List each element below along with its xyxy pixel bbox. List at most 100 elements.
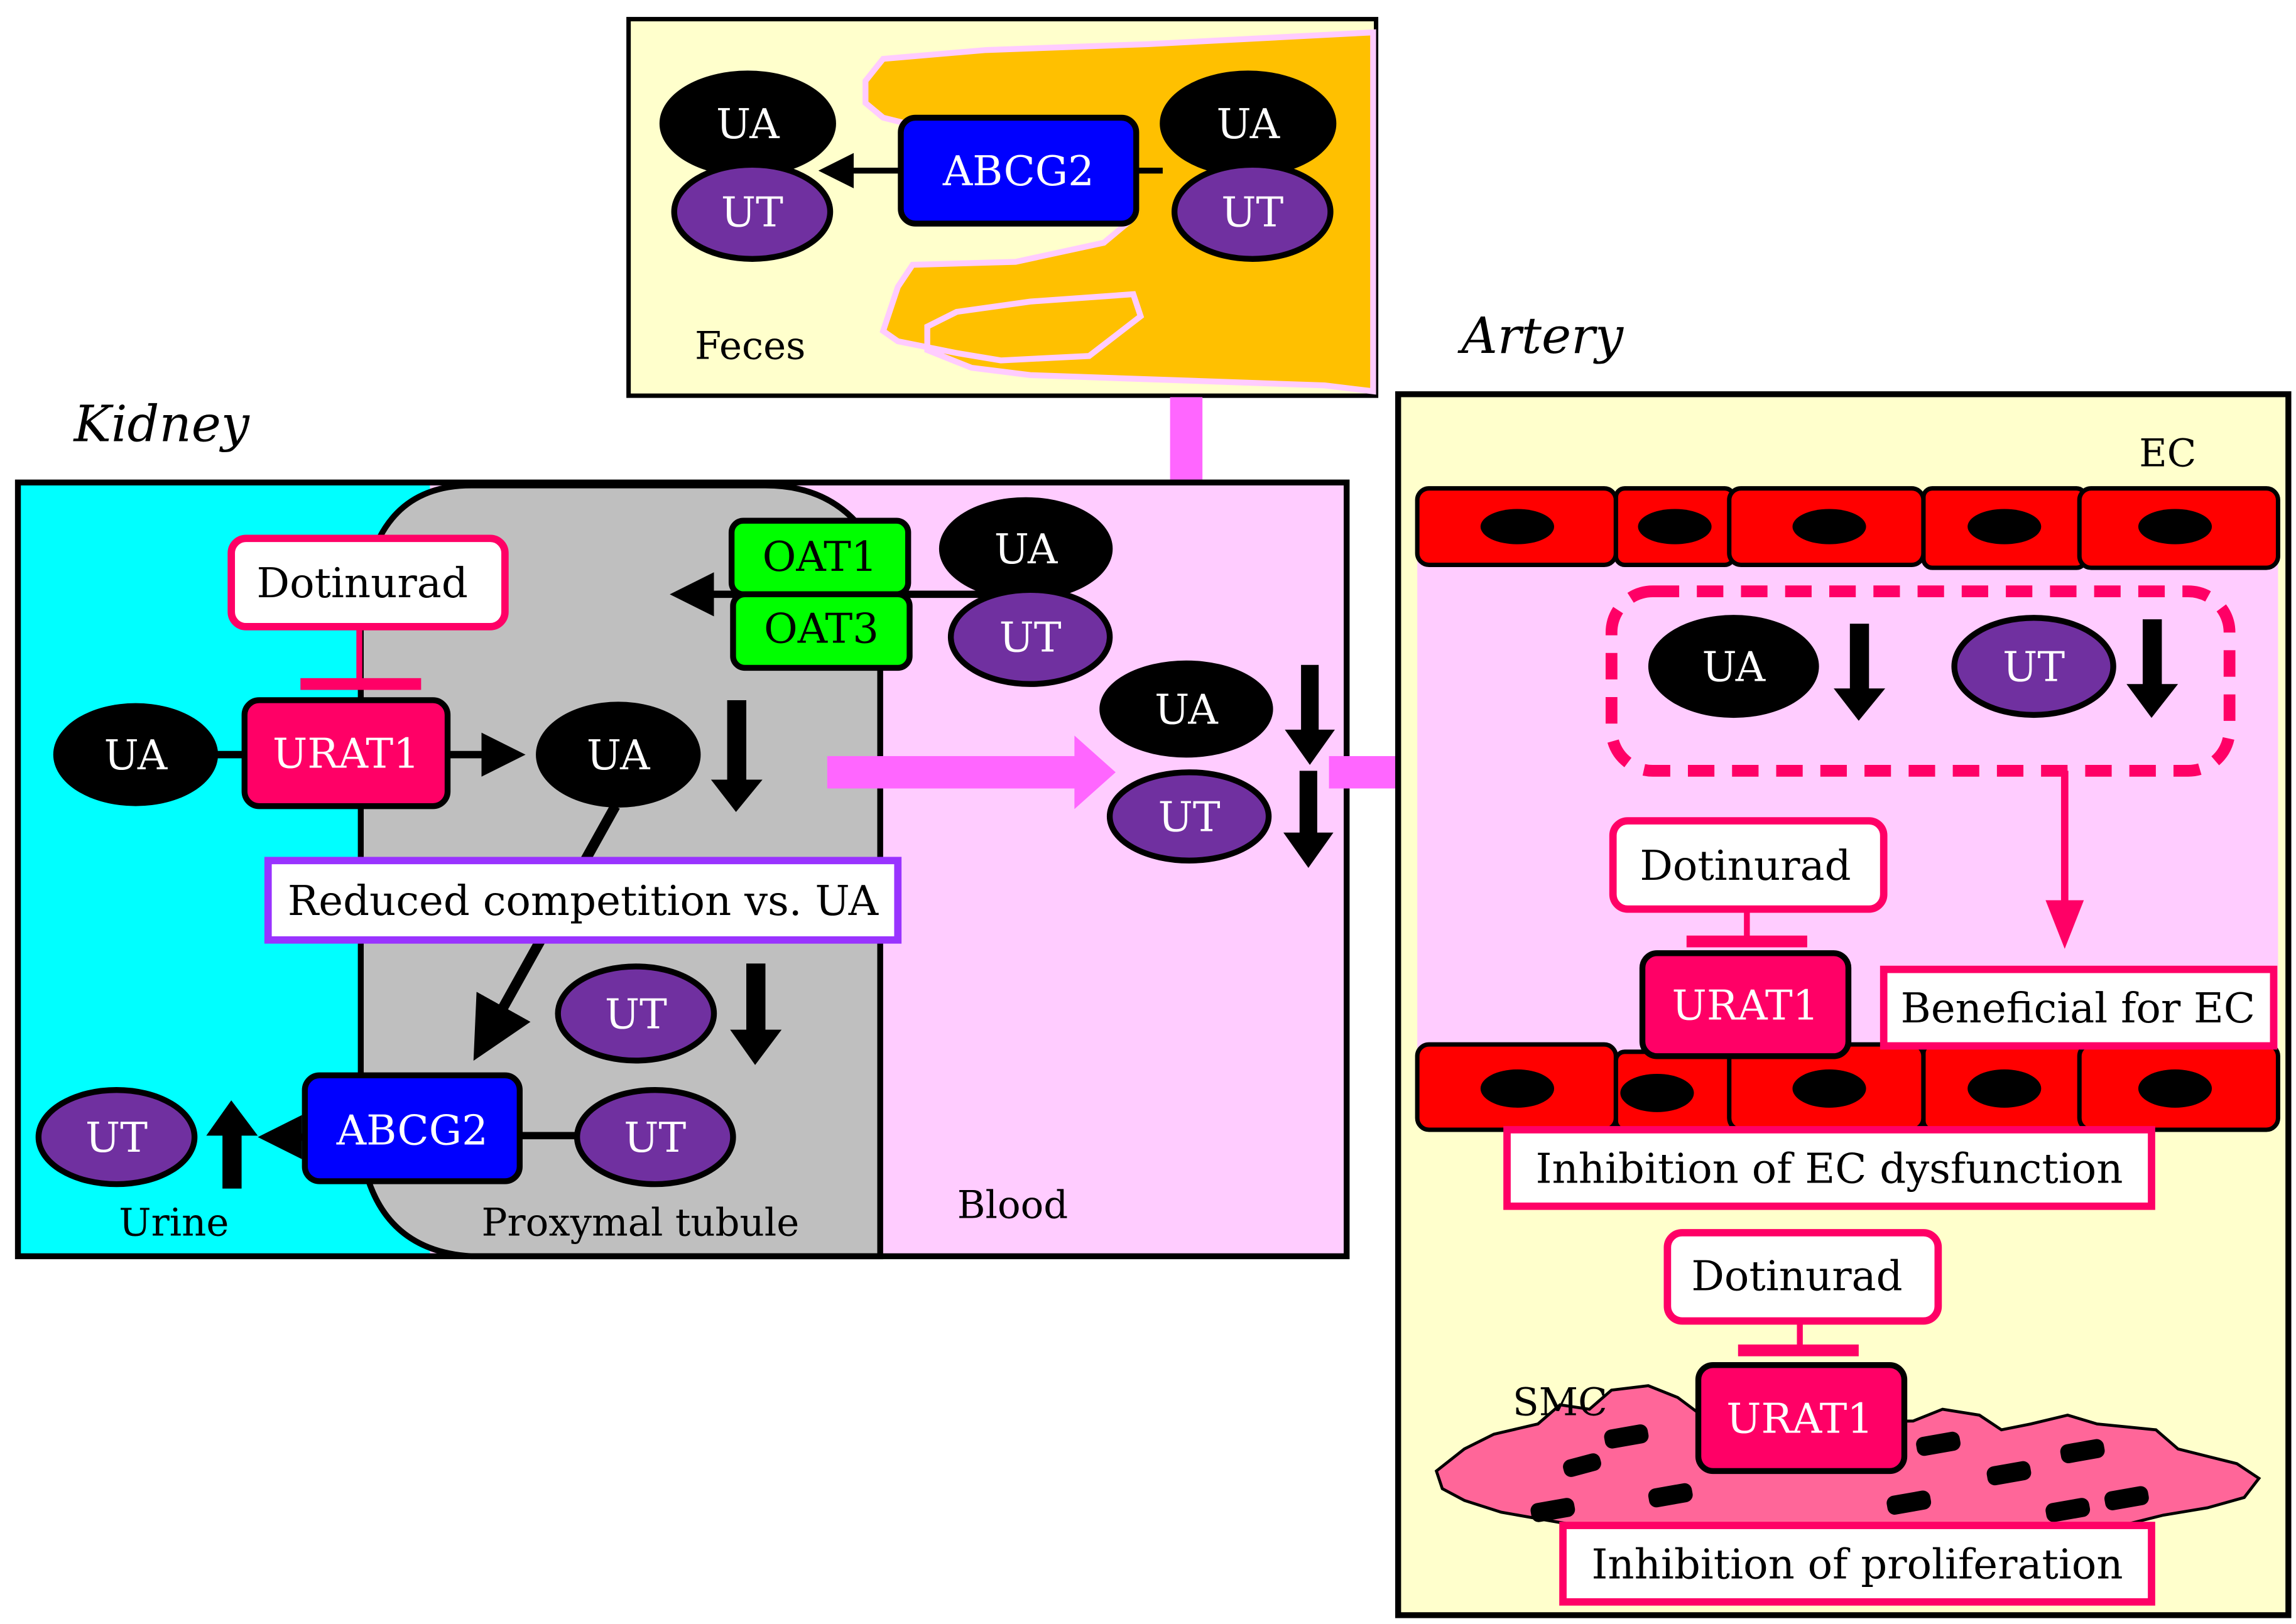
cell-nucleus bbox=[1530, 1498, 1575, 1522]
decrease-arrow-icon bbox=[1283, 771, 1334, 869]
ua-label: UA bbox=[1702, 644, 1765, 691]
benefit-arrow-head bbox=[2045, 900, 2084, 949]
kidney-panel: Dotinurad UA URAT1 UA OAT1 OAT3 UA UT Re… bbox=[14, 479, 1350, 1260]
dotinurad-box bbox=[1663, 1229, 1942, 1325]
cell-nucleus bbox=[1792, 509, 1866, 544]
oat1-label: OAT1 bbox=[763, 533, 878, 581]
ut-label: UT bbox=[721, 189, 783, 237]
ua-label: UA bbox=[1155, 686, 1218, 734]
decrease-arrow-icon bbox=[710, 700, 763, 812]
urat1-transporter bbox=[1639, 950, 1852, 1059]
reduced-urate-group bbox=[1605, 585, 2236, 777]
inhibition-bar bbox=[300, 678, 422, 690]
urat1-label: URAT1 bbox=[1726, 1395, 1873, 1443]
ec-label: EC bbox=[2139, 431, 2196, 476]
ut-molecule bbox=[574, 1087, 736, 1188]
ua-label: UA bbox=[716, 100, 780, 148]
ut-label: UT bbox=[1158, 793, 1221, 841]
abcg2-transporter bbox=[898, 114, 1140, 227]
ua-molecule bbox=[1648, 615, 1819, 718]
decrease-arrow-icon bbox=[1285, 664, 1335, 766]
ut-molecule bbox=[1106, 769, 1272, 863]
cell-nucleus bbox=[2138, 1069, 2212, 1108]
dotinurad-label: Dotinurad bbox=[1640, 842, 1851, 890]
cell-nucleus bbox=[1604, 1424, 1649, 1449]
proximal-tubule-label: Proxymal tubule bbox=[481, 1201, 799, 1245]
cell-nucleus bbox=[1792, 1069, 1866, 1108]
ut-label: UT bbox=[2003, 644, 2065, 691]
cell-nucleus bbox=[1620, 1073, 1694, 1112]
ut-molecule bbox=[947, 587, 1113, 687]
endothelial-layer-bottom bbox=[1415, 1042, 2280, 1132]
cell-nucleus bbox=[1648, 1483, 1693, 1508]
cell-nucleus bbox=[2104, 1486, 2149, 1510]
cell-nucleus bbox=[1986, 1461, 2032, 1486]
dotinurad-box bbox=[227, 534, 509, 631]
cell-nucleus bbox=[1480, 509, 1554, 544]
urat1-transporter bbox=[1695, 1362, 1908, 1475]
inhibition-bar bbox=[1738, 1344, 1859, 1356]
cell-nucleus bbox=[1916, 1431, 1961, 1456]
cell-nucleus bbox=[1563, 1453, 1601, 1477]
dotinurad-label: Dotinurad bbox=[1691, 1252, 1902, 1300]
dotinurad-label: Dotinurad bbox=[257, 560, 468, 607]
cell-nucleus bbox=[2045, 1498, 2091, 1522]
increase-arrow-icon bbox=[206, 1100, 258, 1189]
inhibition-bar bbox=[1686, 935, 1807, 948]
cell-nucleus bbox=[1967, 509, 2042, 544]
ut-label: UT bbox=[624, 1114, 686, 1162]
decrease-arrow-icon bbox=[1834, 624, 1886, 721]
ut-label: UT bbox=[605, 990, 667, 1038]
ua-molecule bbox=[659, 70, 836, 177]
ua-molecule bbox=[939, 497, 1113, 600]
beneficial-label: Beneficial for EC bbox=[1901, 985, 2255, 1032]
endothelial-layer-top bbox=[1415, 486, 2280, 570]
urine-label: Urine bbox=[119, 1201, 229, 1245]
oat3-label: OAT3 bbox=[764, 605, 879, 653]
decrease-arrow-icon bbox=[730, 963, 782, 1065]
urat1-label: URAT1 bbox=[273, 730, 420, 778]
cell-nucleus bbox=[1886, 1490, 1932, 1515]
urat1-label: URAT1 bbox=[1672, 982, 1819, 1029]
cell-nucleus bbox=[1638, 509, 1712, 544]
ua-molecule bbox=[1099, 660, 1273, 758]
ut-molecule bbox=[555, 963, 717, 1064]
smc-label: SMC bbox=[1513, 1380, 1608, 1424]
ut-molecule bbox=[1171, 161, 1334, 262]
intestine-panel: UA UT ABCG2 UA UT Feces bbox=[626, 16, 1379, 398]
ut-molecule bbox=[671, 161, 834, 262]
ua-molecule bbox=[1160, 70, 1337, 177]
ua-molecule bbox=[53, 703, 219, 806]
ua-molecule bbox=[536, 701, 701, 808]
ut-label: UT bbox=[999, 614, 1062, 662]
ua-label: UA bbox=[1216, 100, 1280, 148]
abcg2-label: ABCG2 bbox=[336, 1107, 488, 1154]
flow-arrow-kidney-to-blood bbox=[827, 735, 1116, 809]
blood-label: Blood bbox=[957, 1183, 1069, 1228]
artery-panel: EC UA UT bbox=[1395, 391, 2292, 1618]
artery-title: Artery bbox=[1457, 306, 1624, 365]
smc-effect-label: Inhibition of proliferation bbox=[1591, 1540, 2123, 1588]
circulating-urate-group: UA UT bbox=[1099, 660, 1335, 869]
kidney-title: Kidney bbox=[73, 395, 250, 453]
smc-effect-box bbox=[1559, 1522, 2155, 1606]
decrease-arrow-icon bbox=[2126, 619, 2179, 718]
ec-effect-label: Inhibition of EC dysfunction bbox=[1536, 1145, 2123, 1193]
competition-note: Reduced competition vs. UA bbox=[288, 877, 879, 925]
oat3-transporter bbox=[730, 591, 913, 671]
ut-label: UT bbox=[85, 1114, 148, 1162]
cell-nucleus bbox=[1967, 1069, 2042, 1108]
ut-label: UT bbox=[1221, 189, 1283, 237]
cell-nucleus bbox=[1480, 1069, 1554, 1108]
ec-effect-box bbox=[1503, 1126, 2155, 1210]
ua-label: UA bbox=[104, 732, 168, 779]
ut-molecule bbox=[1951, 615, 2116, 718]
ua-label: UA bbox=[587, 732, 650, 779]
beneficial-box bbox=[1880, 965, 2278, 1050]
feces-label: Feces bbox=[695, 324, 805, 369]
cell-nucleus bbox=[2060, 1439, 2105, 1463]
abcg2-label: ABCG2 bbox=[942, 148, 1094, 195]
ut-molecule bbox=[35, 1087, 198, 1188]
abcg2-transporter bbox=[302, 1072, 523, 1184]
